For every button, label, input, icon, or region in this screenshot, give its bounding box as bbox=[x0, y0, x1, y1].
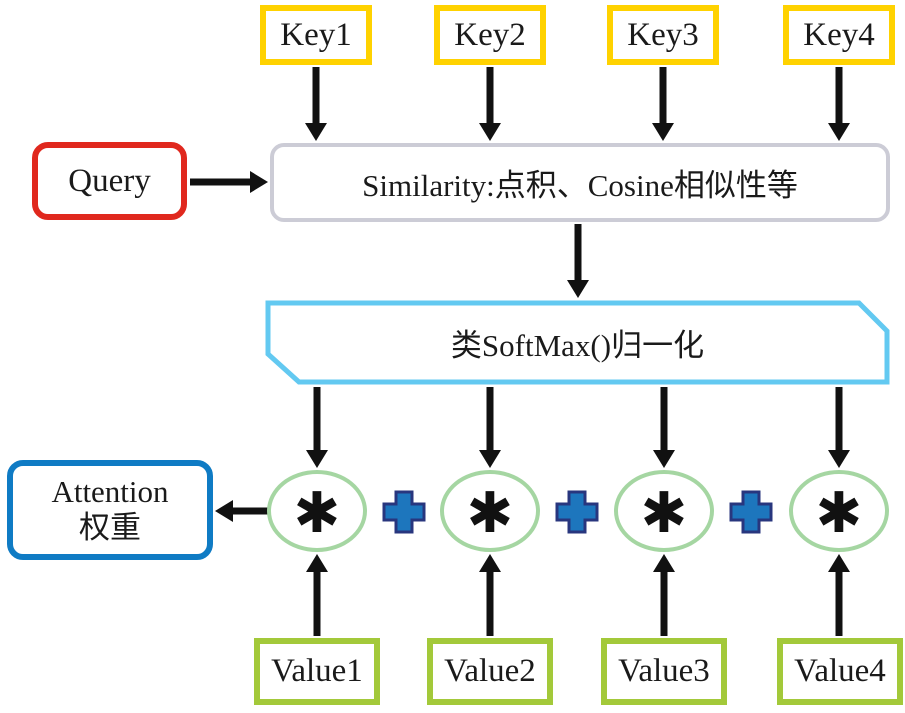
key2-node: Key2 bbox=[434, 5, 546, 65]
query-label: Query bbox=[68, 162, 151, 199]
query-node: Query bbox=[32, 142, 187, 220]
arrow-softmax-to-multiply3 bbox=[653, 387, 675, 468]
softmax-node: 类SoftMax()归一化 bbox=[265, 300, 890, 385]
arrowhead-icon bbox=[828, 554, 850, 572]
arrowhead-icon bbox=[215, 500, 233, 522]
multiply-icon: ✱ bbox=[466, 481, 514, 546]
arrowhead-icon bbox=[567, 280, 589, 298]
multiply-icon: ✱ bbox=[815, 481, 863, 546]
attention-node: Attention 权重 bbox=[7, 460, 213, 560]
key2-label: Key2 bbox=[454, 16, 526, 53]
arrowhead-icon bbox=[828, 450, 850, 468]
similarity-label: Similarity:点积、Cosine相似性等 bbox=[362, 168, 798, 203]
arrow-key4-to-similarity bbox=[828, 67, 850, 141]
arrow-softmax-to-multiply1 bbox=[306, 387, 328, 468]
value4-node: Value4 bbox=[777, 638, 903, 705]
arrowhead-icon bbox=[479, 554, 501, 572]
key3-node: Key3 bbox=[607, 5, 719, 65]
value4-label: Value4 bbox=[794, 653, 886, 689]
arrowhead-icon bbox=[653, 554, 675, 572]
arrow-query-to-similarity bbox=[190, 171, 268, 193]
arrow-similarity-to-softmax bbox=[567, 224, 589, 298]
similarity-node: Similarity:点积、Cosine相似性等 bbox=[270, 143, 890, 222]
arrow-value4-to-multiply4 bbox=[828, 554, 850, 636]
arrow-key1-to-similarity bbox=[305, 67, 327, 141]
arrowhead-icon bbox=[305, 123, 327, 141]
arrowhead-icon bbox=[828, 123, 850, 141]
value1-label: Value1 bbox=[271, 653, 363, 689]
value3-node: Value3 bbox=[601, 638, 727, 705]
key3-label: Key3 bbox=[627, 16, 699, 53]
multiply4-circle: ✱ bbox=[789, 470, 889, 552]
multiply2-circle: ✱ bbox=[440, 470, 540, 552]
value2-node: Value2 bbox=[427, 638, 553, 705]
arrowhead-icon bbox=[479, 450, 501, 468]
multiply-icon: ✱ bbox=[640, 481, 688, 546]
key4-node: Key4 bbox=[783, 5, 895, 65]
key1-label: Key1 bbox=[280, 16, 352, 53]
attention-label-line2: 权重 bbox=[79, 510, 141, 545]
value3-label: Value3 bbox=[618, 653, 710, 689]
arrow-value3-to-multiply3 bbox=[653, 554, 675, 636]
arrow-key3-to-similarity bbox=[652, 67, 674, 141]
multiply1-circle: ✱ bbox=[267, 470, 367, 552]
arrow-value1-to-multiply1 bbox=[306, 554, 328, 636]
value1-node: Value1 bbox=[254, 638, 380, 705]
key4-label: Key4 bbox=[803, 16, 875, 53]
arrowhead-icon bbox=[306, 450, 328, 468]
arrow-softmax-to-multiply4 bbox=[828, 387, 850, 468]
value2-label: Value2 bbox=[444, 653, 536, 689]
attention-label-line1: Attention bbox=[51, 474, 169, 510]
arrowhead-icon bbox=[306, 554, 328, 572]
multiply-icon: ✱ bbox=[293, 481, 341, 546]
plus-icon bbox=[728, 489, 774, 535]
key1-node: Key1 bbox=[260, 5, 372, 65]
arrowhead-icon bbox=[653, 450, 675, 468]
arrow-multiply1-to-attention bbox=[215, 500, 269, 522]
arrow-key2-to-similarity bbox=[479, 67, 501, 141]
softmax-label: 类SoftMax()归一化 bbox=[450, 328, 705, 363]
plus-icon bbox=[554, 489, 600, 535]
arrow-softmax-to-multiply2 bbox=[479, 387, 501, 468]
arrowhead-icon bbox=[652, 123, 674, 141]
multiply3-circle: ✱ bbox=[614, 470, 714, 552]
arrow-value2-to-multiply2 bbox=[479, 554, 501, 636]
softmax-shape bbox=[265, 300, 890, 385]
plus-icon bbox=[381, 489, 427, 535]
arrowhead-icon bbox=[250, 171, 268, 193]
arrowhead-icon bbox=[479, 123, 501, 141]
